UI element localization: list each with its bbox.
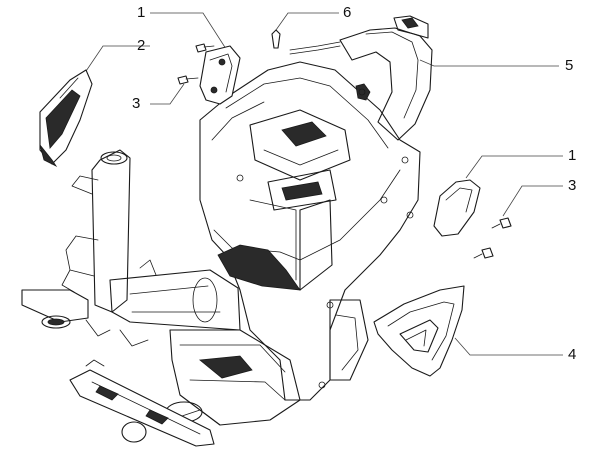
part-3-top-screws	[177, 43, 215, 85]
callout-1-right: 1	[568, 147, 577, 164]
leader-line-6	[275, 12, 339, 31]
leader-line-1-top	[150, 12, 229, 53]
leader-line-3-top	[150, 83, 185, 105]
callout-1-top: 1	[137, 4, 146, 21]
leader-lines	[79, 12, 563, 356]
callout-3-top: 3	[132, 95, 141, 112]
part-5-rear-tube	[339, 15, 433, 141]
part-1-top-pad	[199, 45, 241, 105]
leader-line-5	[419, 59, 559, 67]
leader-line-4	[454, 337, 563, 356]
part-4-right-cover	[373, 285, 465, 377]
part-3-right-screws	[473, 217, 512, 259]
leader-line-1-right	[465, 155, 563, 179]
footrest-bracket	[69, 359, 215, 447]
part-6-screw-hose	[271, 29, 341, 55]
callout-2: 2	[137, 37, 146, 54]
leader-line-3-right	[502, 185, 563, 217]
leader-line-2	[79, 45, 150, 81]
callout-3-right: 3	[568, 177, 577, 194]
callout-4: 4	[568, 346, 577, 363]
part-1-right-pad	[433, 179, 481, 237]
callout-5: 5	[565, 57, 574, 74]
callout-6: 6	[343, 4, 352, 21]
part-2-left-cover	[39, 69, 93, 168]
